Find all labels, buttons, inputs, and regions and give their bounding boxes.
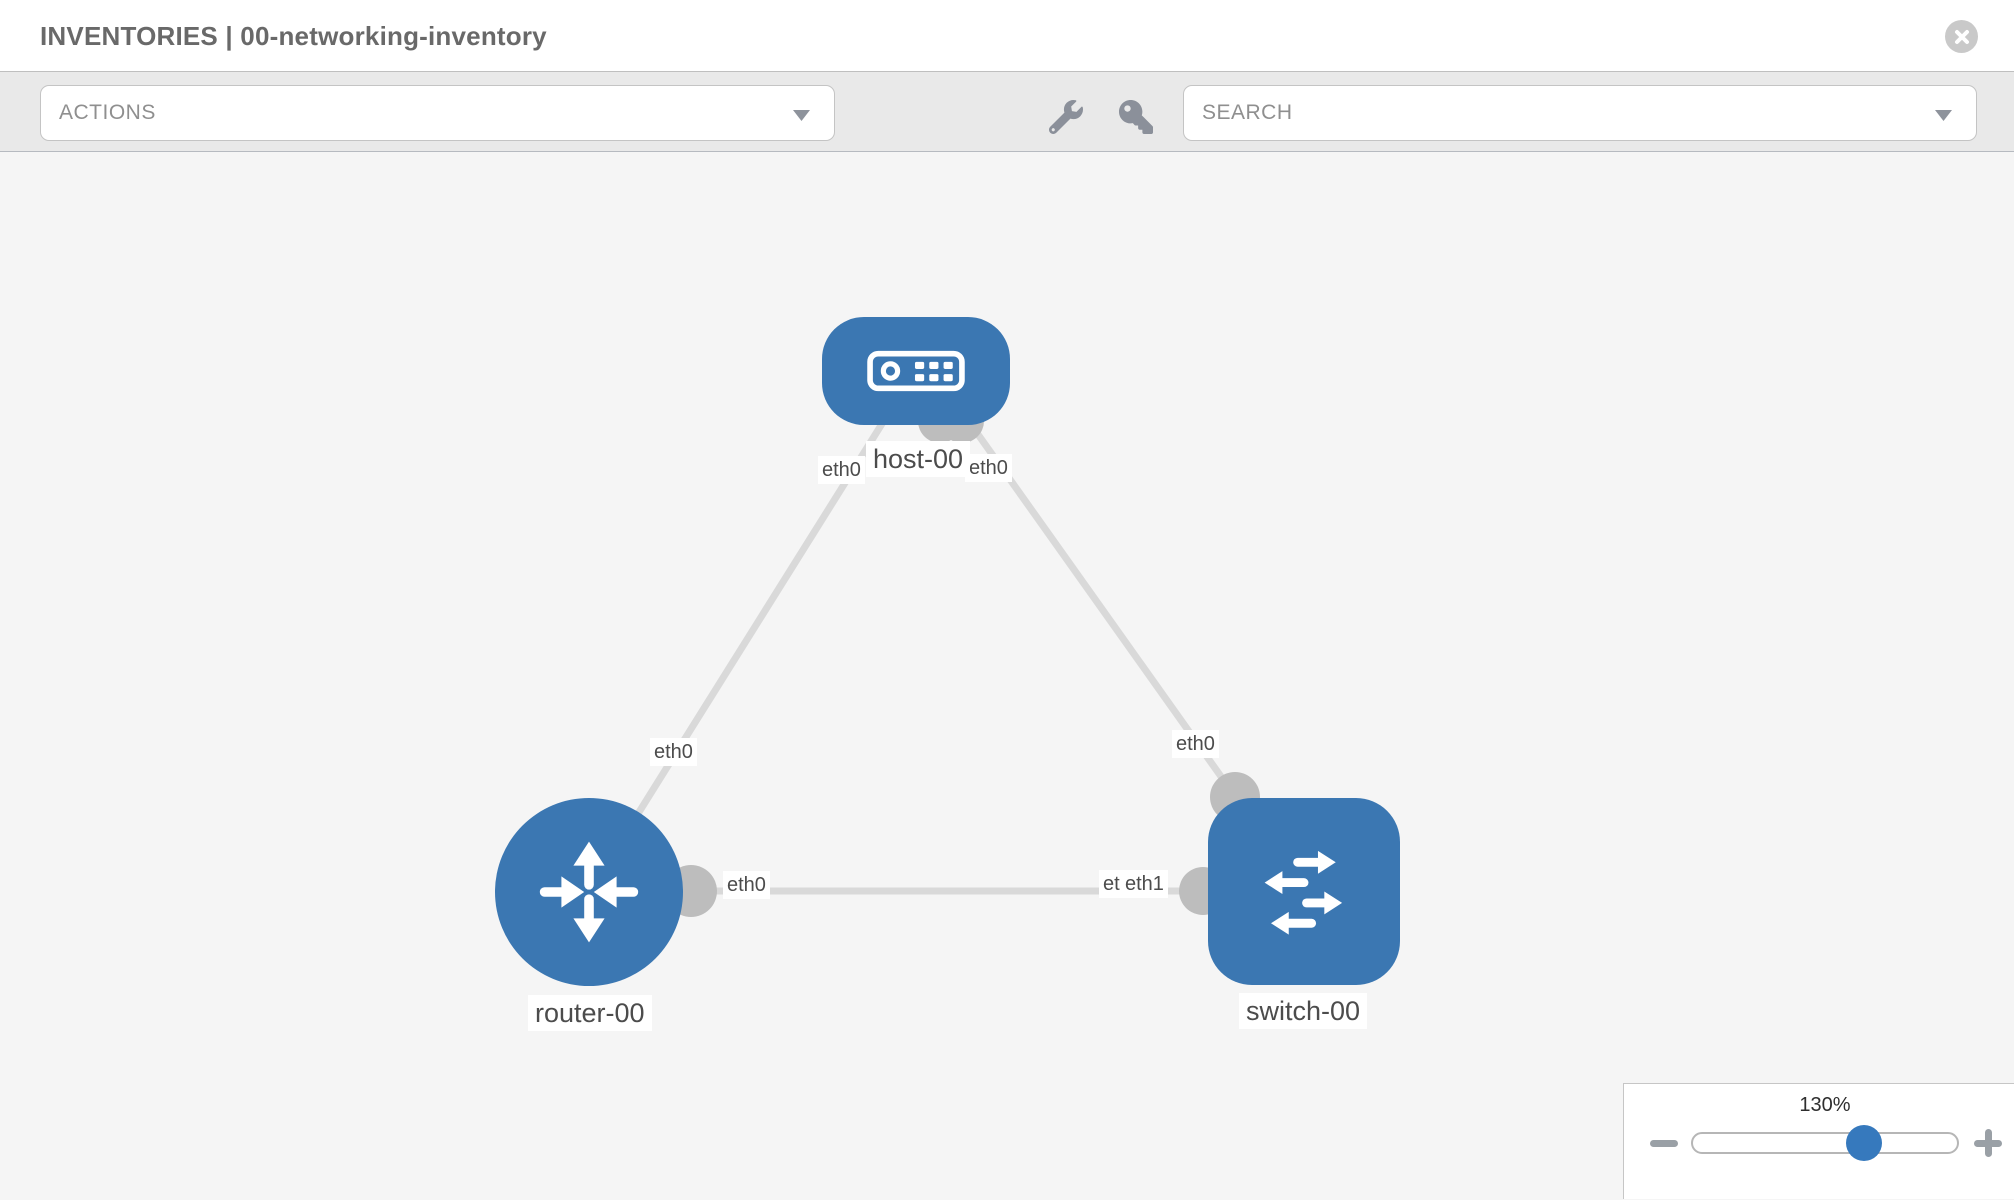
plus-icon [1984,1129,1992,1157]
switch-icon [1264,850,1343,935]
host-icon [867,350,965,392]
header: INVENTORIES | 00-networking-inventory [0,0,2014,72]
topology-links-layer [586,392,1260,917]
chevron-down-icon [1935,110,1952,121]
interface-label-router-eth0-uplink: eth0 [650,738,697,766]
chevron-down-icon [793,110,810,121]
topology-canvas[interactable]: eth0 eth0 eth0 eth0 eth0 eth0 eth1 host-… [0,152,2014,1199]
router-icon [539,841,639,943]
node-label-router-00: router-00 [528,995,652,1031]
close-icon [1954,29,1969,44]
interface-label-router-eth0-crosslink: eth0 [723,871,770,899]
interface-label-switch-eth0-uplink: eth0 [1172,730,1219,758]
zoom-slider-thumb[interactable] [1846,1125,1882,1161]
node-label-host-00: host-00 [866,441,971,477]
interface-label-switch-eth1: eth1 [1121,870,1168,898]
toolbar: ACTIONS SEARCH [0,72,2014,152]
zoom-slider-track[interactable] [1691,1125,1959,1161]
zoom-level-value: 130% [1799,1094,1851,1116]
actions-dropdown-label: ACTIONS [59,101,156,124]
minus-icon [1650,1140,1678,1147]
actions-dropdown[interactable]: ACTIONS [40,85,835,141]
node-host-00[interactable] [822,317,1010,425]
key-icon[interactable] [1119,100,1153,134]
node-switch-00[interactable] [1208,798,1400,985]
zoom-in-button[interactable] [1973,1128,2003,1158]
close-button[interactable] [1945,20,1978,53]
node-label-switch-00: switch-00 [1239,993,1368,1029]
interface-label-host-eth0-left: eth0 [818,456,865,484]
node-router-00[interactable] [495,798,683,986]
interface-label-host-eth0-right: eth0 [965,454,1012,482]
tools-wrench-icon[interactable] [1049,100,1083,134]
search-dropdown-label: SEARCH [1202,101,1293,124]
zoom-out-button[interactable] [1648,1128,1680,1158]
page-title: INVENTORIES | 00-networking-inventory [40,21,547,51]
search-dropdown[interactable]: SEARCH [1183,85,1977,141]
zoom-panel: 130% [1623,1083,2014,1199]
